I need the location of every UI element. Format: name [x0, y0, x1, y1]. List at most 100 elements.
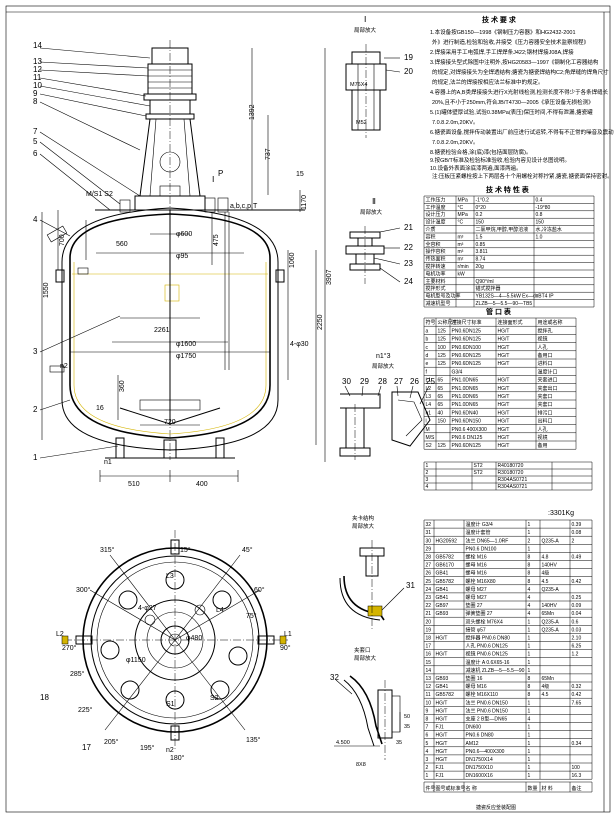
nozzle-L1: L1 [284, 631, 292, 638]
callout-22: 22 [404, 243, 413, 252]
tech-char-cell: 0.4 [536, 197, 543, 203]
bom-cell: 1 [426, 773, 429, 779]
angle-135: 135° [246, 736, 261, 744]
bom-cell: 4 [528, 717, 531, 723]
tech-char-cell: 150 [476, 220, 485, 226]
small-part-cell: 3 [426, 477, 429, 483]
small-part-cell: 4 [426, 484, 429, 490]
small-part-cell: 1 [426, 463, 429, 469]
bom-cell: 减速机 ZLZB—5—5.5—90 [466, 667, 525, 674]
bom-cell: 1 [528, 757, 531, 763]
nozzle-cell: 人孔 [538, 344, 548, 351]
dia-1750: φ1750 [176, 353, 196, 360]
nozzle-S1: S1 [166, 701, 175, 708]
angle-60: 60° [254, 586, 265, 594]
tech-char-cell: 锚式搅拌器 [476, 285, 501, 292]
nozzle-L2: L2 [56, 631, 64, 638]
nozzle-cell: d [426, 353, 429, 359]
tech-char-cell: m³ [458, 249, 464, 255]
bom-cell: 15 [426, 660, 432, 666]
detail-view-n1: n1°3 局部放大 30 29 28 27 26 25 [339, 352, 435, 460]
callout-9: 9 [33, 89, 38, 98]
bom-cell: DN1600X16 [466, 773, 493, 779]
callout-18: 18 [40, 693, 49, 702]
bom-cell: 21 [426, 611, 432, 617]
bom-cell: FJ1 [436, 773, 445, 779]
tech-char-cell: m³ [458, 234, 464, 240]
tech-req-title: 技 术 要 求 [482, 15, 517, 24]
bom-cell: 1 [528, 741, 531, 747]
nozzle-cell: PN0.6DN125 [452, 443, 482, 449]
bom-cell: 28 [426, 555, 432, 561]
bom-cell: 31 [426, 530, 432, 536]
tech-char-cell: ZLZB—5—5.5—90—TB5 [476, 301, 533, 307]
callout-17: 17 [82, 743, 91, 752]
callout-10: 10 [33, 81, 42, 90]
bom-cell: Q235-A [542, 587, 560, 593]
tech-char-cell: 工作温度 [426, 204, 446, 211]
nozzle-L4: L4 [216, 607, 224, 614]
bom-cell: 8 [528, 555, 531, 561]
nozzle-cell: 出料口 [538, 418, 553, 425]
tech-char-cell: 水,冷冻盐水 [536, 226, 562, 233]
dim-1170: 1170 [301, 195, 308, 210]
tech-char-cell: 电机型号及功率 [426, 293, 461, 300]
nozzle-cell: HG/T [498, 337, 510, 343]
small-part-cell: ST2 [474, 463, 483, 469]
tech-char-cell: m³ [458, 242, 464, 248]
bom-cell: 8 [528, 571, 531, 577]
bom-cell: 4.8 [542, 555, 549, 561]
nozzle-cell: G3/4 [452, 369, 463, 375]
bom-cell: 4 [426, 749, 429, 755]
dia-27-holes: 4-φ27 [138, 605, 157, 612]
nozzle-cell: L3 [426, 394, 432, 400]
bom-cell: 0.25 [572, 595, 582, 601]
angle-90: 90° [280, 644, 291, 652]
tech-char-cell: 0.85 [476, 242, 486, 248]
svg-text:8.搪瓷检验合格,涂(底)漆(包括面层防腐)。: 8.搪瓷检验合格,涂(底)漆(包括面层防腐)。 [430, 148, 531, 156]
left-callouts: 14 13 12 11 10 9 8 7 5 6 4 3 2 1 [33, 41, 151, 462]
nozzle-cell: PN0.6DN125 [452, 361, 482, 367]
svg-text:7.0.8.2.0m,20KV。: 7.0.8.2.0m,20KV。 [432, 120, 478, 126]
dia-30-holes: 4-φ30 [290, 341, 309, 348]
bom-cell: 0.6 [572, 619, 579, 625]
callout-4: 4 [33, 215, 38, 224]
plan-outer-circle [82, 547, 268, 733]
bom-footer-cell: 名 称 [466, 785, 477, 792]
nozzle-cell: 连接面形式 [498, 319, 523, 326]
bom-cell: 法兰 PN0.6 DN150 [466, 699, 508, 706]
thread-m76: M76X4 [350, 82, 367, 88]
tech-char-cell: 0.2 [476, 212, 483, 218]
bom-cell: 1 [528, 773, 531, 779]
callout-20: 20 [404, 67, 413, 76]
nozzle-cell: 温度计口 [538, 368, 558, 375]
tech-char-cell: °C [458, 205, 464, 211]
bom-cell: GB41 [436, 595, 449, 601]
tech-char-cell: 设计温度 [426, 219, 446, 226]
svg-text:的规定,法兰的焊接按相应法兰标准中的规定。: 的规定,法兰的焊接按相应法兰标准中的规定。 [432, 78, 544, 86]
nozzle-S2: S2 [210, 695, 219, 702]
callout-3: 3 [33, 347, 38, 356]
nozzle-cell: f [426, 369, 428, 375]
nozzle-cell: 夹套口 [538, 401, 553, 408]
svg-text:外》进行制造,检验和验收,并接受《压力容器安全技术监察规程》: 外》进行制造,检验和验收,并接受《压力容器安全技术监察规程》 [432, 38, 589, 46]
svg-text:夹卡结构: 夹卡结构 [352, 514, 375, 522]
nozzle-cell: 125 [438, 443, 447, 449]
dim-1392: 1392 [249, 104, 256, 120]
nozzle-cell: n1 [426, 410, 432, 416]
nozzle-cell: l [426, 419, 427, 425]
tech-char-cell: 主要材料 [426, 278, 446, 285]
dim-560: 560 [116, 241, 128, 248]
bom-cell: GB41 [436, 684, 449, 690]
nozzle-cell: 150 [438, 419, 447, 425]
bom-cell: 4 [528, 603, 531, 609]
nozzle-cell: HG/T [498, 427, 510, 433]
bom-cell: 13 [426, 676, 432, 682]
tech-char-cell: Q90°/ml [476, 279, 494, 285]
nozzle-cell: PN1.0DN65 [452, 394, 479, 400]
glass-lining [73, 262, 267, 435]
tech-char-cell: 0.8 [536, 212, 543, 218]
nozzle-cell: PN0.6DN125 [452, 337, 482, 343]
dia-1150: φ1150 [126, 657, 146, 664]
total-weight: :3301Kg [548, 510, 574, 517]
